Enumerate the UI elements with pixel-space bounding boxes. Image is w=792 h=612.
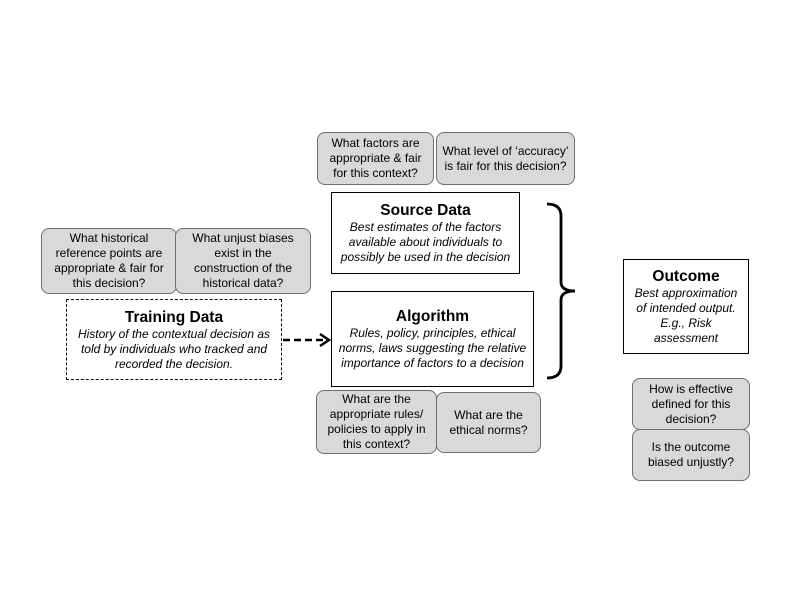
question-rules-policies: What are the appropriate rules/ policies…: [316, 390, 437, 454]
question-ethical-norms-text: What are the ethical norms?: [449, 407, 528, 437]
algorithm-description: Rules, policy, principles, ethical norms…: [338, 326, 527, 370]
question-rules-policies-text: What are the appropriate rules/ policies…: [327, 392, 426, 451]
outcome-box: Outcome Best approximation of intended o…: [623, 259, 749, 354]
outcome-description: Best approximation of intended output. E…: [634, 286, 738, 345]
question-accuracy-fair: What level of ‘accuracy’ is fair for thi…: [436, 132, 575, 185]
question-ethical-norms: What are the ethical norms?: [436, 392, 541, 453]
algorithm-box: Algorithm Rules, policy, principles, eth…: [331, 291, 534, 387]
algorithm-title: Algorithm: [395, 308, 470, 325]
source-data-description: Best estimates of the factors available …: [340, 220, 511, 264]
question-unjust-biases-text: What unjust biases exist in the construc…: [192, 231, 294, 290]
question-outcome-biased-text: Is the outcome biased unjustly?: [647, 440, 735, 469]
question-factors-fair-text: What factors are appropriate & fair for …: [329, 136, 422, 180]
question-unjust-biases: What unjust biases exist in the construc…: [175, 228, 311, 294]
question-factors-fair: What factors are appropriate & fair for …: [317, 132, 434, 185]
training-data-title: Training Data: [124, 308, 224, 326]
question-historical-reference-text: What historical reference points are app…: [54, 231, 164, 290]
grouping-brace: [546, 202, 576, 380]
question-accuracy-fair-text: What level of ‘accuracy’ is fair for thi…: [442, 143, 569, 173]
question-outcome-biased: Is the outcome biased unjustly?: [632, 429, 750, 481]
outcome-title: Outcome: [652, 268, 720, 285]
dashed-arrow-head: [319, 332, 332, 348]
training-data-description: History of the contextual decision as to…: [77, 326, 271, 371]
training-data-box: Training Data History of the contextual …: [66, 299, 282, 380]
question-effective-defined-text: How is effective defined for this decisi…: [649, 381, 733, 426]
question-effective-defined: How is effective defined for this decisi…: [632, 378, 750, 430]
source-data-title: Source Data: [380, 202, 471, 219]
question-historical-reference: What historical reference points are app…: [41, 228, 177, 294]
source-data-box: Source Data Best estimates of the factor…: [331, 192, 520, 274]
